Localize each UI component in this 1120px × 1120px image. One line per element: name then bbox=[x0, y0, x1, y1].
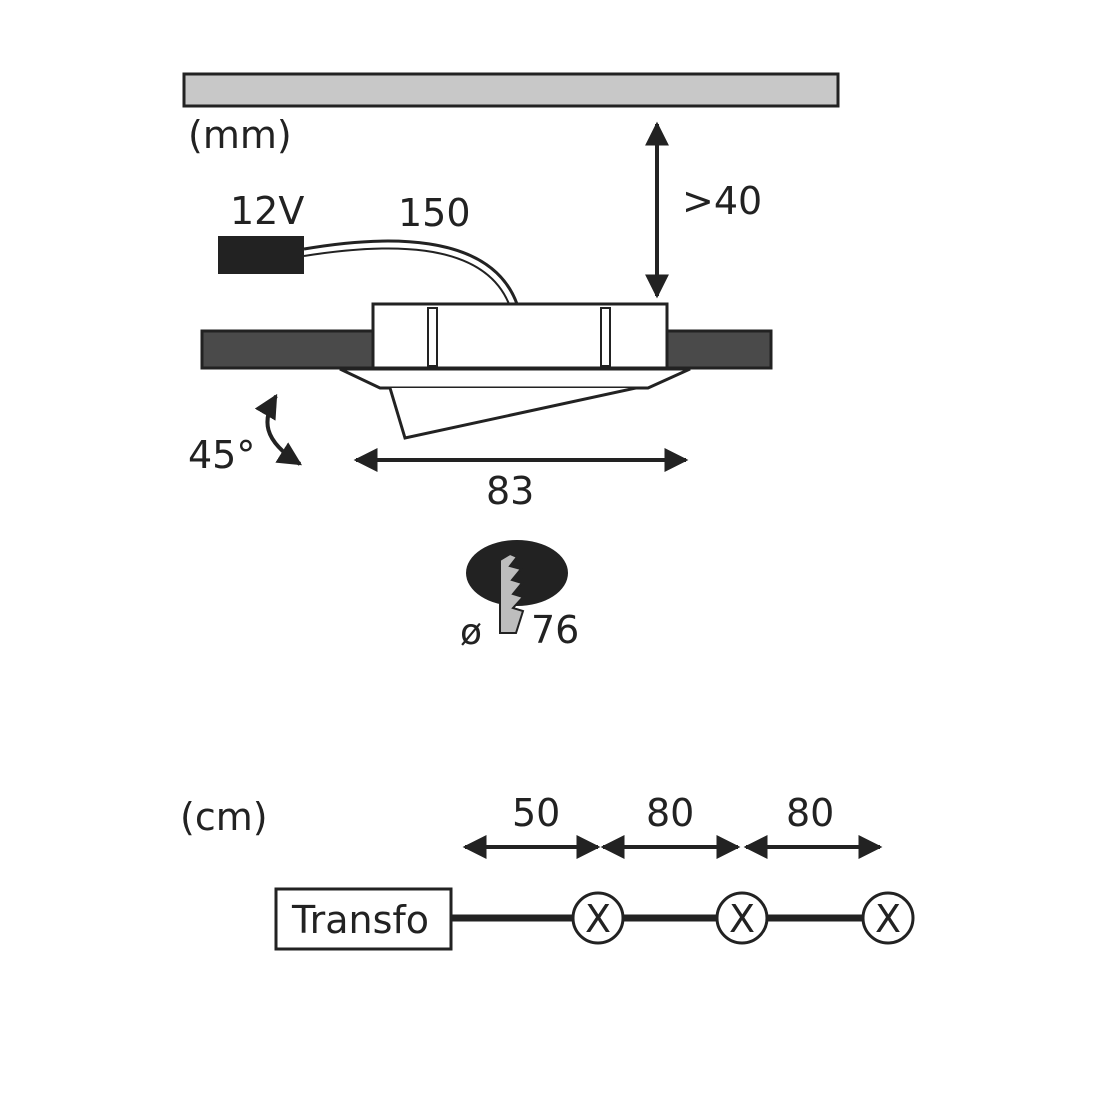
tilt-angle-label: 45° bbox=[188, 433, 255, 477]
distance-label-2: 80 bbox=[646, 791, 694, 835]
drywall-saw-icon bbox=[499, 552, 525, 634]
panel-left bbox=[200, 329, 375, 370]
ceiling-bar bbox=[182, 72, 840, 108]
voltage-label: 12V bbox=[230, 189, 304, 233]
tilted-lamp bbox=[388, 386, 637, 440]
distance-label-3: 80 bbox=[786, 791, 834, 835]
cable bbox=[303, 239, 519, 305]
cable-length-label: 150 bbox=[398, 191, 471, 235]
lamp-cross-1: X bbox=[585, 897, 611, 941]
housing-clip-right bbox=[600, 307, 611, 367]
cable-inner bbox=[303, 247, 510, 305]
distance-label-1: 50 bbox=[512, 791, 560, 835]
fixture-bezel bbox=[339, 367, 691, 390]
lamp-symbol-3 bbox=[861, 891, 915, 945]
panel-right bbox=[665, 329, 773, 370]
lamp-cross-2: X bbox=[729, 897, 755, 941]
unit-cm-label: (cm) bbox=[180, 795, 268, 839]
connector-plug bbox=[218, 236, 304, 274]
diameter-symbol: ø bbox=[460, 612, 482, 653]
housing-clip-left bbox=[427, 307, 438, 367]
clearance-label: >40 bbox=[682, 179, 762, 223]
transformer-label: Transfo bbox=[291, 898, 429, 942]
lamp-symbol-1 bbox=[571, 891, 625, 945]
width-label: 83 bbox=[486, 469, 534, 513]
lamp-symbol-2 bbox=[715, 891, 769, 945]
cutout-diameter-label: 76 bbox=[531, 608, 579, 652]
tilt-arrow bbox=[254, 393, 303, 466]
unit-mm-label: (mm) bbox=[188, 113, 292, 157]
fixture-housing bbox=[371, 302, 669, 370]
lamp-cross-3: X bbox=[875, 897, 901, 941]
